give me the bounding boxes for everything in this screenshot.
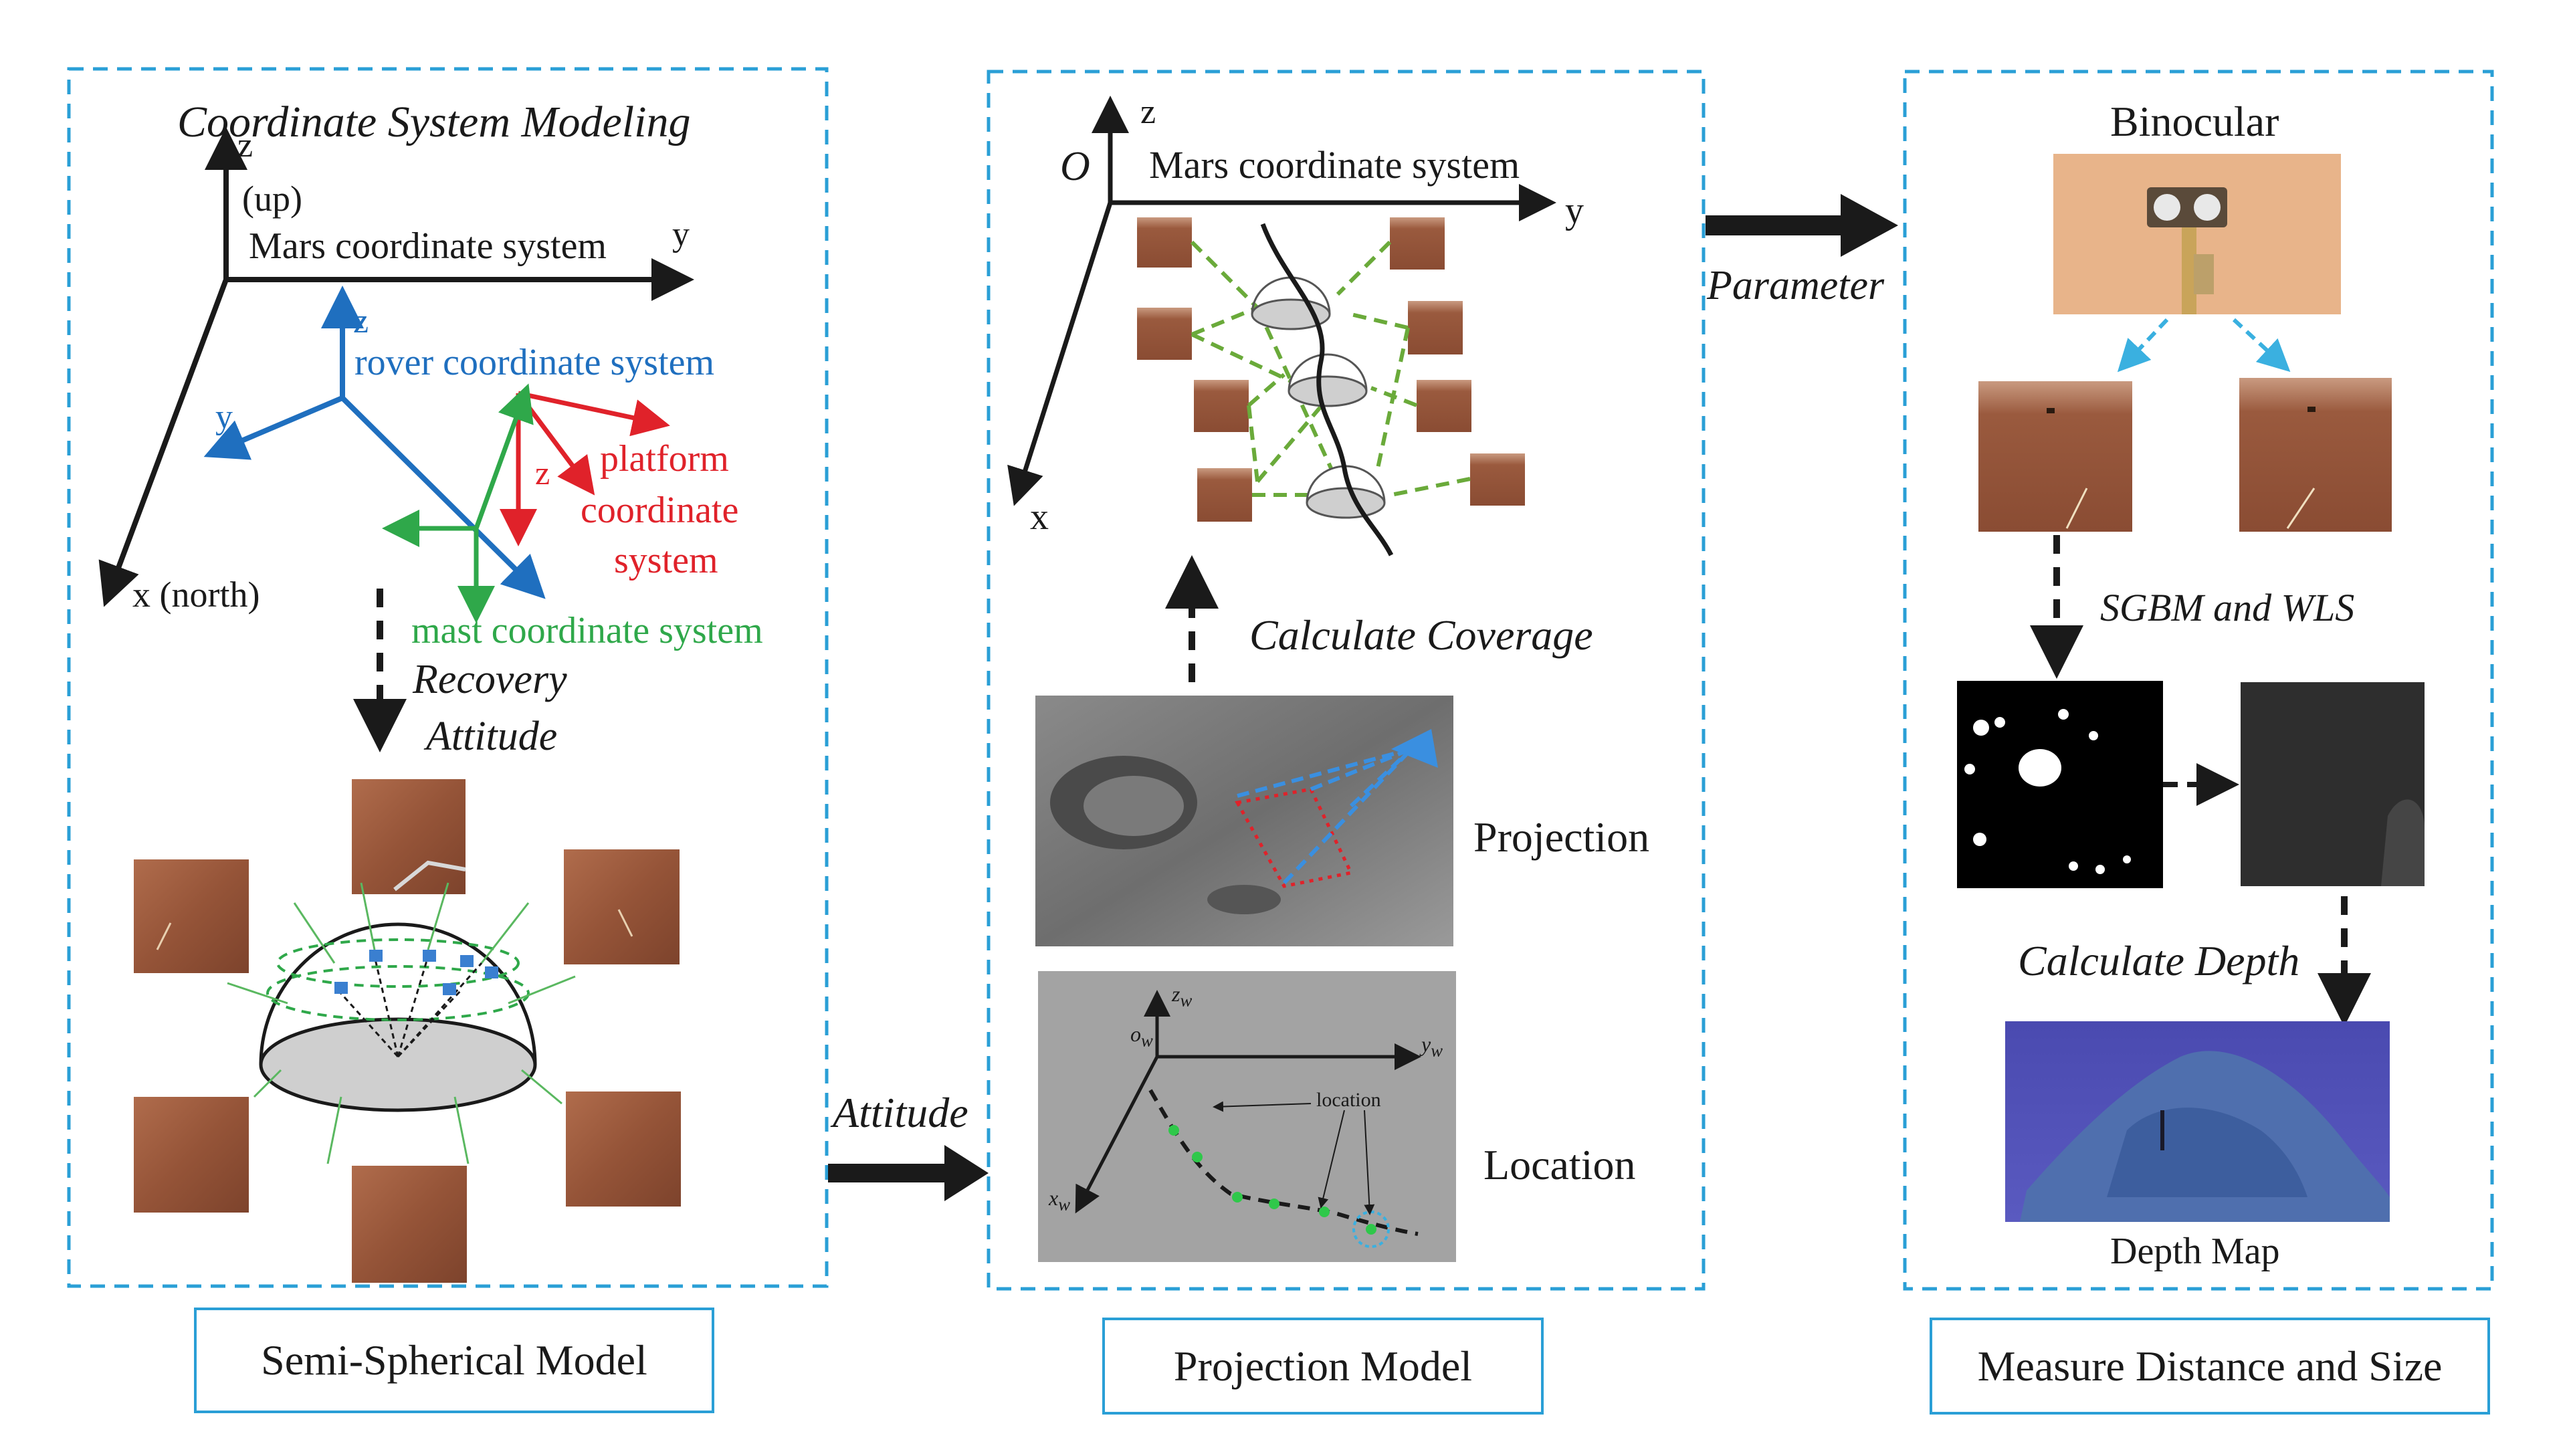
loc-y-axis: yw: [1421, 1033, 1443, 1059]
middle-z-label: z: [1140, 93, 1156, 131]
soil-photo-top: [352, 779, 466, 894]
footer-projection: Projection Model: [1102, 1318, 1544, 1415]
soil-photo-upper-right: [564, 849, 680, 964]
binocular-photo: [2053, 154, 2341, 314]
rover-z-label: z: [353, 302, 369, 340]
platform-label-3: system: [614, 540, 718, 581]
platform-label-1: platform: [600, 438, 729, 480]
mars-x-label: x (north): [132, 575, 260, 615]
loc-z-sub: w: [1180, 990, 1193, 1011]
middle-mars-label: Mars coordinate system: [1149, 143, 1520, 187]
stereo-images: [1978, 378, 2392, 532]
location-terrain: [1038, 971, 1456, 1262]
mars-axes-middle: [1007, 96, 1556, 506]
binocular-split-right: [2232, 318, 2291, 373]
projection-terrain: [1035, 696, 1453, 946]
left-title: Coordinate System Modeling: [177, 98, 691, 146]
mars-z-label: z: [237, 126, 253, 165]
rover-axes: [203, 286, 546, 599]
soil-photo-lower-right: [566, 1091, 681, 1207]
platform-label-2: coordinate: [581, 490, 739, 531]
loc-o-letter: o: [1130, 1022, 1141, 1046]
rover-y-label: y: [215, 398, 233, 436]
loc-x-sub: w: [1058, 1194, 1070, 1215]
attitude-arrow: [828, 1145, 989, 1201]
coverage-label: Calculate Coverage: [1249, 611, 1593, 659]
loc-z-axis: zw: [1172, 983, 1192, 1009]
attitude-label: Attitude: [833, 1089, 968, 1136]
coverage-thumbnails: [1137, 217, 1525, 522]
middle-x-label: x: [1030, 496, 1049, 538]
loc-o-axis: ow: [1130, 1023, 1153, 1049]
semi-sphere: [227, 882, 576, 1164]
depth-calc-label: Calculate Depth: [2018, 937, 2300, 984]
origin-label: O: [1060, 144, 1090, 189]
soil-photo-bottom: [352, 1166, 467, 1283]
mars-axes-left: [98, 127, 694, 607]
footer-measure: Measure Distance and Size: [1930, 1318, 2490, 1415]
mars-label-left: Mars coordinate system: [249, 225, 607, 267]
rover-path: [1260, 223, 1394, 556]
footer-semi-spherical: Semi-Spherical Model: [194, 1308, 714, 1413]
depth-gray-image: [2241, 682, 2425, 886]
coverage-links: [1190, 240, 1471, 497]
binocular-label: Binocular: [2110, 98, 2279, 145]
loc-tag: location: [1316, 1089, 1381, 1111]
loc-y-letter: y: [1421, 1032, 1431, 1056]
rover-label: rover coordinate system: [354, 342, 715, 383]
left-dome-images: [134, 779, 681, 1283]
recovery-label-2: Attitude: [426, 714, 558, 759]
parameter-label: Parameter: [1707, 263, 1885, 308]
mars-y-label: y: [672, 215, 690, 253]
recovery-label-1: Recovery: [413, 657, 567, 702]
mast-axes: [382, 383, 534, 623]
loc-x-axis: xw: [1049, 1187, 1070, 1213]
platform-z-label: z: [535, 454, 550, 492]
parameter-arrow: [1706, 194, 1898, 257]
panel-middle-frame: [987, 70, 1706, 1291]
mars-up-label: (up): [242, 179, 302, 219]
location-label: Location: [1483, 1141, 1636, 1188]
soil-photo-upper-left: [134, 859, 249, 973]
disparity-mask: [1957, 681, 2163, 888]
depth-map-render: [2005, 1021, 2390, 1222]
loc-x-letter: x: [1049, 1186, 1059, 1210]
soil-photo-lower-left: [134, 1097, 249, 1213]
projection-label: Projection: [1473, 813, 1650, 861]
sgbm-label: SGBM and WLS: [2100, 586, 2355, 629]
mast-label: mast coordinate system: [411, 610, 763, 651]
depth-map-label: Depth Map: [2110, 1231, 2280, 1272]
binocular-split-left: [2117, 318, 2169, 373]
panel-right-frame: [1903, 70, 2494, 1291]
loc-z-letter: z: [1172, 982, 1180, 1006]
loc-o-sub: w: [1141, 1030, 1153, 1051]
loc-y-sub: w: [1431, 1040, 1443, 1061]
middle-y-label: y: [1565, 190, 1584, 231]
